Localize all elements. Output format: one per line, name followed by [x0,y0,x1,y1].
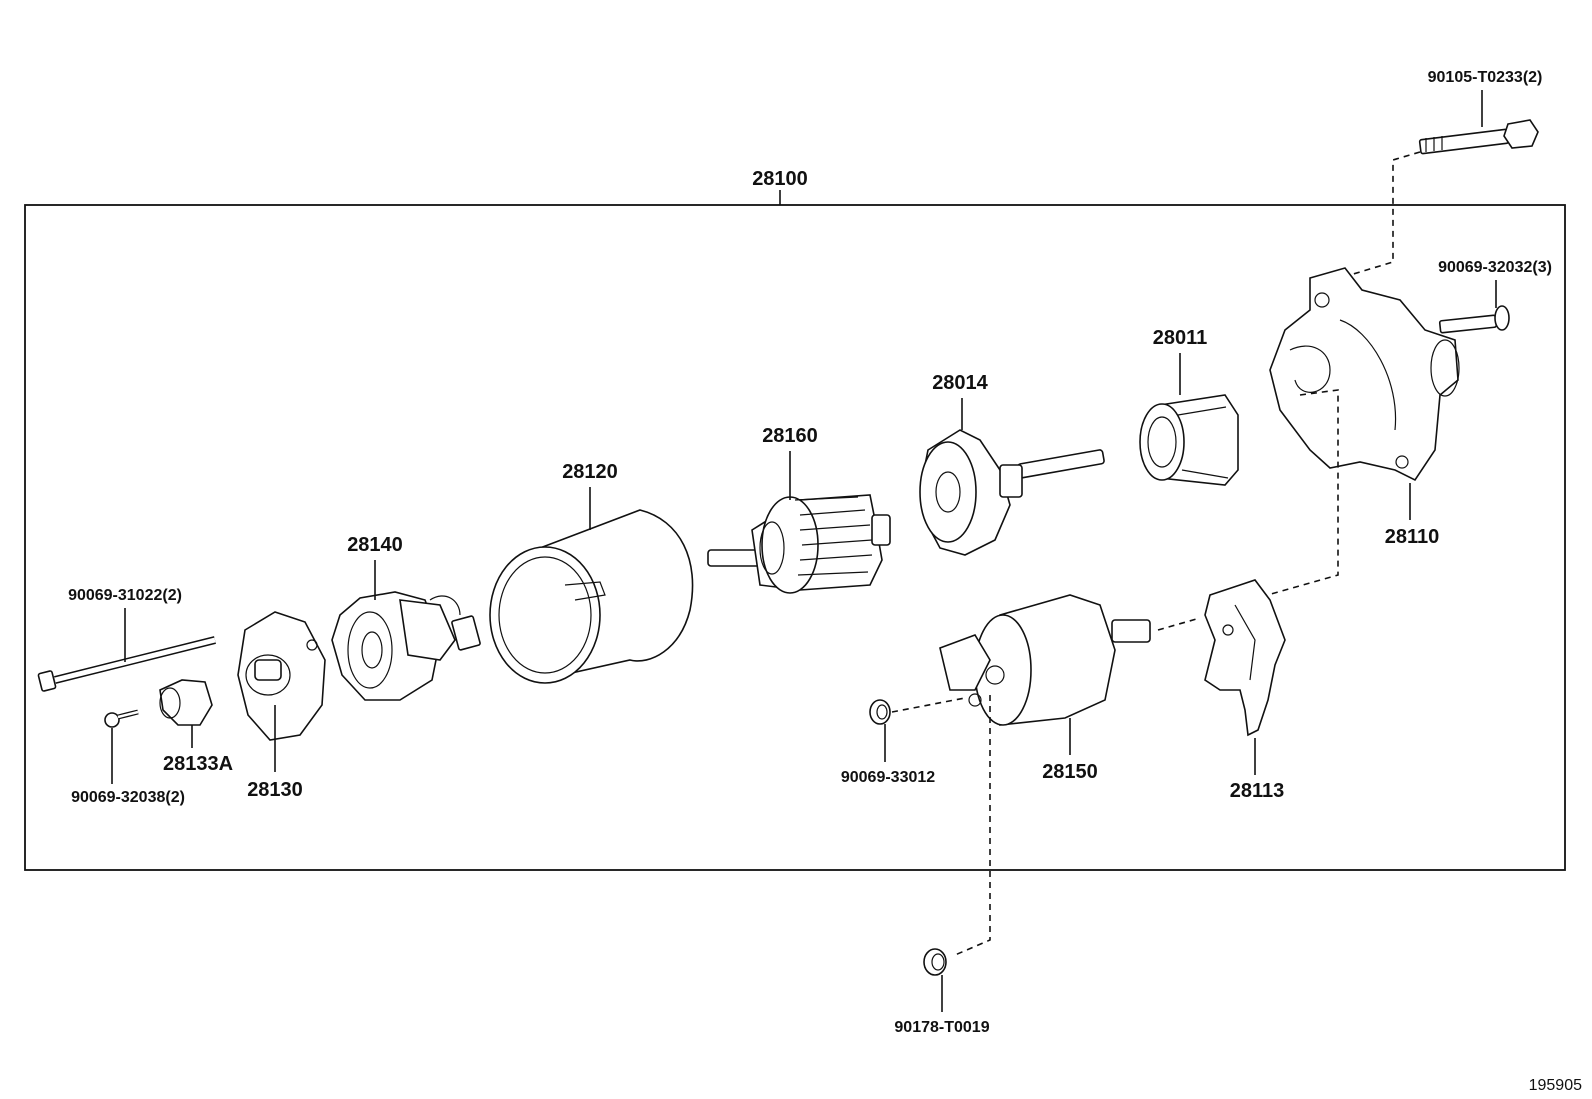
brush-holder-part [331,591,481,701]
label-28113: 28113 [1230,780,1285,802]
nut-small-part [869,699,891,725]
end-frame-part [237,611,326,741]
solenoid-part [939,594,1151,726]
label-28014: 28014 [932,372,988,394]
label-90178-T0019: 90178-T0019 [894,1019,989,1036]
label-90069-32032: 90069-32032(3) [1438,259,1552,276]
drive-housing-part [1269,267,1460,482]
label-28110: 28110 [1385,526,1440,548]
nut-bottom-part [923,948,947,976]
label-90069-32038: 90069-32038(2) [71,789,185,806]
clutch-part [1139,394,1239,486]
cap-part [159,679,213,726]
bolt-top-part [1418,119,1539,155]
yoke-part [489,509,694,684]
label-28100: 28100 [752,168,808,190]
label-28011: 28011 [1153,327,1208,349]
label-28130: 28130 [247,779,303,801]
label-28140: 28140 [347,534,403,556]
assembly-frame [24,204,1566,871]
label-90105-T0233: 90105-T0233(2) [1428,69,1543,86]
lever-part [1204,579,1286,737]
figure-number: 195905 [1529,1077,1582,1094]
armature-part [707,494,891,594]
gear-shaft-part [919,429,1105,556]
screw-part [104,709,139,728]
bolt-right-part [1438,305,1510,334]
label-90069-33012: 90069-33012 [841,769,935,786]
label-28150: 28150 [1042,761,1098,783]
through-bolt-part [37,636,216,692]
label-28133A: 28133A [163,753,233,775]
label-28120: 28120 [562,461,618,483]
label-90069-31022: 90069-31022(2) [68,587,182,604]
label-28160: 28160 [762,425,818,447]
